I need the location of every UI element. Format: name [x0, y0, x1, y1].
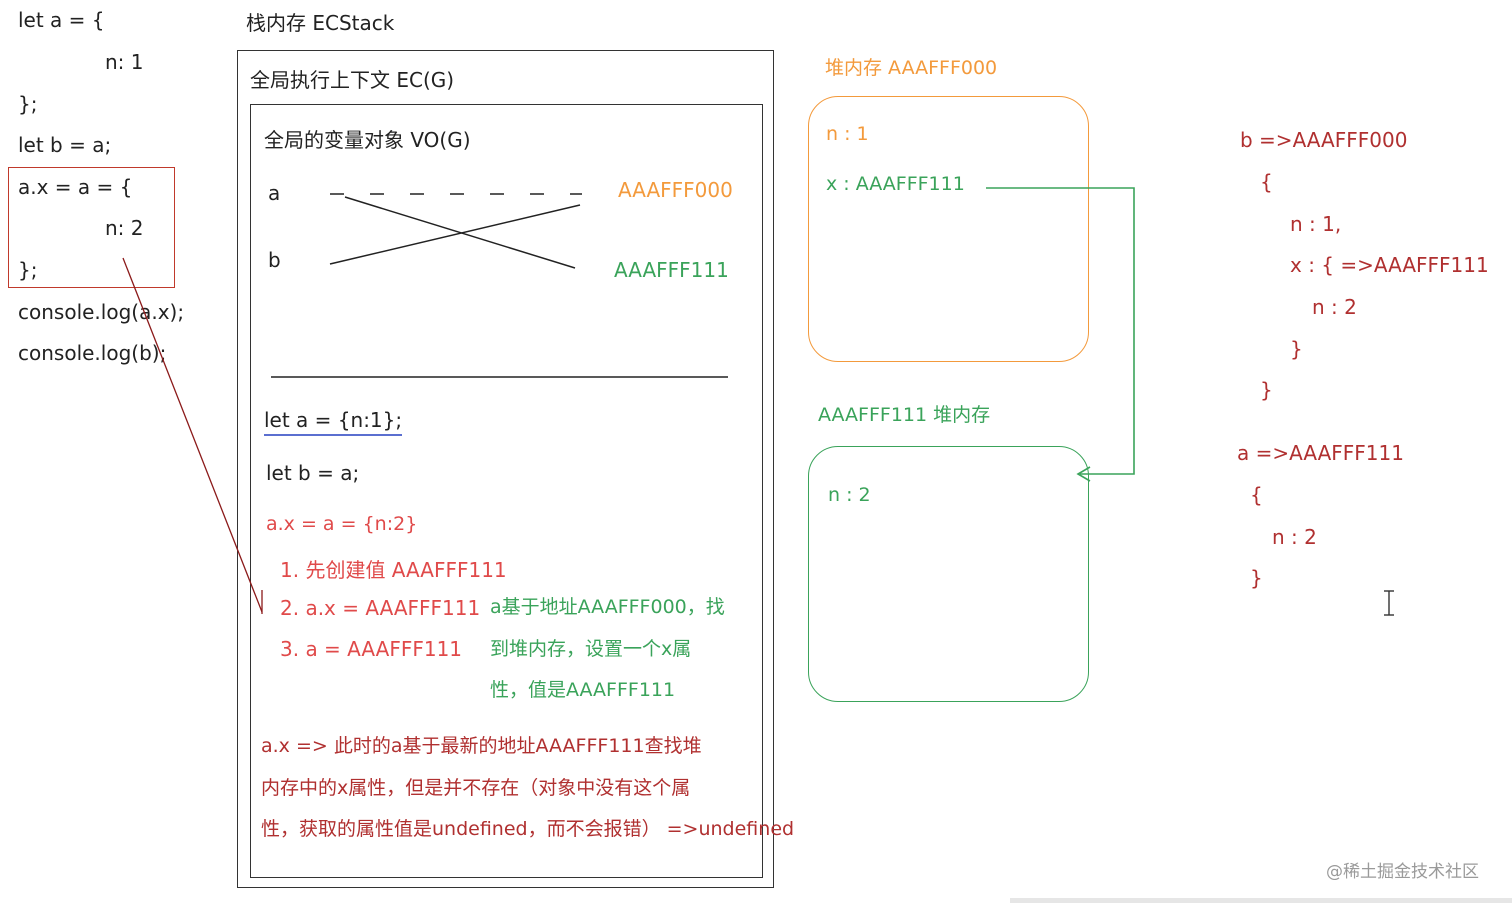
- code-line-9: console.log(b);: [18, 341, 167, 365]
- heap2-box: [808, 446, 1089, 702]
- code-line-7: };: [18, 258, 38, 282]
- result-a-n: n : 2: [1272, 525, 1317, 549]
- result-b-open: {: [1260, 170, 1273, 194]
- explain-2: 内存中的x属性，但是并不存在（对象中没有这个属: [261, 777, 691, 799]
- result-b-close: }: [1260, 378, 1273, 402]
- code-line-1: let a = {: [18, 8, 105, 32]
- heap1-prop-n: n : 1: [826, 123, 869, 145]
- watermark: @稀土掘金技术社区: [1326, 862, 1479, 882]
- result-b-n: n : 1,: [1290, 212, 1342, 236]
- code-line-3: };: [18, 92, 38, 116]
- stmt-let-b: let b = a;: [266, 461, 360, 485]
- note-green-3: 性，值是AAAFFF111: [490, 679, 676, 701]
- text-cursor-icon: [1384, 590, 1394, 616]
- code-line-8: console.log(a.x);: [18, 300, 185, 324]
- note-green-2: 到堆内存，设置一个x属: [490, 638, 692, 660]
- heap1-prop-x: x : AAAFFF111: [826, 173, 965, 195]
- step-2: 2. a.x = AAAFFF111: [280, 596, 481, 620]
- bottom-scrollbar: [1010, 898, 1512, 903]
- result-b-x: x : { =>AAAFFF111: [1290, 253, 1489, 277]
- addr-green-label: AAAFFF111: [614, 258, 729, 282]
- result-b-xclose: }: [1290, 337, 1303, 361]
- vo-frame: [250, 104, 763, 878]
- var-a-label: a: [268, 181, 281, 205]
- code-line-4: let b = a;: [18, 133, 112, 157]
- step-3: 3. a = AAAFFF111: [280, 637, 463, 661]
- code-line-2: n: 1: [105, 50, 144, 74]
- code-line-6: n: 2: [105, 216, 144, 240]
- addr-orange-label: AAAFFF000: [618, 178, 733, 202]
- note-green-1: a基于地址AAAFFF000，找: [490, 596, 725, 618]
- explain-3: 性，获取的属性值是undefined，而不会报错） =>undefined: [261, 818, 795, 840]
- result-a-line: a =>AAAFFF111: [1237, 441, 1404, 465]
- result-a-open: {: [1250, 483, 1263, 507]
- heap1-title: 堆内存 AAAFFF000: [825, 57, 998, 79]
- var-b-label: b: [268, 248, 281, 272]
- heap2-title: AAAFFF111 堆内存: [818, 404, 991, 426]
- vo-title: 全局的变量对象 VO(G): [264, 128, 471, 152]
- result-b-line: b =>AAAFFF000: [1240, 128, 1408, 152]
- stmt-let-a: let a = {n:1};: [264, 408, 403, 436]
- heap2-prop-n: n : 2: [828, 484, 871, 506]
- stack-title: 栈内存 ECStack: [246, 11, 395, 35]
- result-b-xn: n : 2: [1312, 295, 1357, 319]
- code-line-5: a.x = a = {: [18, 175, 133, 199]
- stmt-ax: a.x = a = {n:2}: [266, 513, 418, 535]
- result-a-close: }: [1250, 566, 1263, 590]
- highlight-box: [8, 167, 175, 288]
- explain-1: a.x => 此时的a基于最新的地址AAAFFF111查找堆: [261, 735, 702, 757]
- ec-title: 全局执行上下文 EC(G): [250, 68, 455, 92]
- step-1: 1. 先创建值 AAAFFF111: [280, 558, 507, 582]
